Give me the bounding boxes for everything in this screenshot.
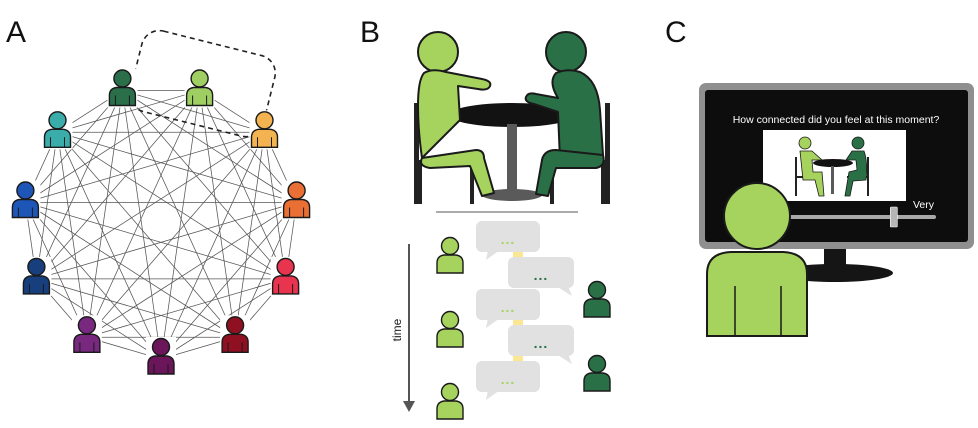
network-edge <box>122 90 297 203</box>
speech-bubble-icon: ... <box>476 289 540 328</box>
panel-a-label: A <box>6 16 26 49</box>
bubble-text: ... <box>501 371 516 387</box>
person-icon <box>249 110 280 150</box>
network-edge <box>57 132 162 360</box>
person-icon <box>42 110 73 150</box>
network-edges <box>25 90 297 360</box>
network-edge <box>122 90 236 338</box>
network-edge <box>122 90 286 280</box>
network-edge <box>36 131 265 280</box>
person-icon <box>281 180 312 220</box>
speech-bubble-icon: ... <box>508 257 574 296</box>
network-edge <box>36 90 123 280</box>
network-edge <box>25 202 162 360</box>
network-edge <box>36 132 58 279</box>
network-edge <box>86 90 200 338</box>
network-edge <box>57 132 236 338</box>
network-edge <box>25 90 123 203</box>
panel-b-label: B <box>360 16 380 49</box>
time-axis-label: time <box>390 318 404 341</box>
network-edge <box>199 90 236 338</box>
person-icon <box>436 382 464 420</box>
network-edge <box>25 202 88 338</box>
rating-question: How connected did you feel at this momen… <box>733 114 940 126</box>
bubble-text: ... <box>534 335 549 351</box>
arrow-down-icon <box>403 244 415 412</box>
person-icon <box>184 68 215 108</box>
person-icon <box>71 315 102 355</box>
video-thumbnail <box>763 130 906 201</box>
conversation-scene <box>414 31 610 204</box>
network-edge <box>36 278 236 338</box>
network-edge <box>199 90 297 203</box>
panel-a: A <box>6 16 312 376</box>
speech-bubble-icon: ... <box>476 361 540 400</box>
person-icon <box>220 315 251 355</box>
person-icon <box>706 182 808 337</box>
network-edge <box>86 278 286 338</box>
table-icon <box>449 103 575 201</box>
slider-max-label: Very <box>913 199 935 211</box>
person-icon <box>10 180 41 220</box>
person-icon <box>21 256 52 296</box>
network-nodes <box>10 68 312 376</box>
network-edge <box>160 90 200 360</box>
network-edge <box>86 90 123 338</box>
network-edge <box>122 90 162 360</box>
person-icon <box>583 280 611 318</box>
network-edge <box>57 90 200 133</box>
network-edge <box>86 202 297 338</box>
network-edge <box>234 202 297 338</box>
slider-thumb[interactable] <box>889 206 898 228</box>
network-edge <box>57 131 297 203</box>
panel-c-label: C <box>665 16 687 49</box>
bubble-text: ... <box>534 267 549 283</box>
network-edge <box>36 90 200 280</box>
panel-c: C How connected did you feel at this mom… <box>665 16 974 337</box>
network-edge <box>160 132 265 360</box>
panel-b: B <box>360 16 611 420</box>
speech-bubble-icon: ... <box>476 221 540 260</box>
bubble-text: ... <box>501 231 516 247</box>
bubble-text: ... <box>501 299 516 315</box>
network-edge <box>199 90 286 280</box>
network-edge <box>57 132 88 338</box>
connectedness-slider[interactable] <box>760 206 936 228</box>
network-edge <box>25 202 236 338</box>
person-icon <box>107 68 138 108</box>
network-edge <box>57 131 286 280</box>
network-edge <box>36 202 297 280</box>
network-edge <box>86 132 265 338</box>
person-icon <box>436 310 464 348</box>
dyad-highlight-outline <box>129 29 277 138</box>
network-edge <box>264 132 286 279</box>
viewer-arm-lines <box>734 286 782 336</box>
network-edge <box>234 132 265 338</box>
network-edge <box>160 202 297 360</box>
network-edge <box>122 90 265 133</box>
person-icon <box>270 256 301 296</box>
network-edge <box>25 131 265 203</box>
person-icon <box>146 337 176 376</box>
network-edge <box>25 202 286 280</box>
person-icon <box>436 236 464 274</box>
network-edge <box>25 90 200 203</box>
person-icon <box>524 31 605 197</box>
person-icon <box>417 31 495 197</box>
speech-bubble-icon: ... <box>508 325 574 364</box>
person-icon <box>583 354 611 392</box>
